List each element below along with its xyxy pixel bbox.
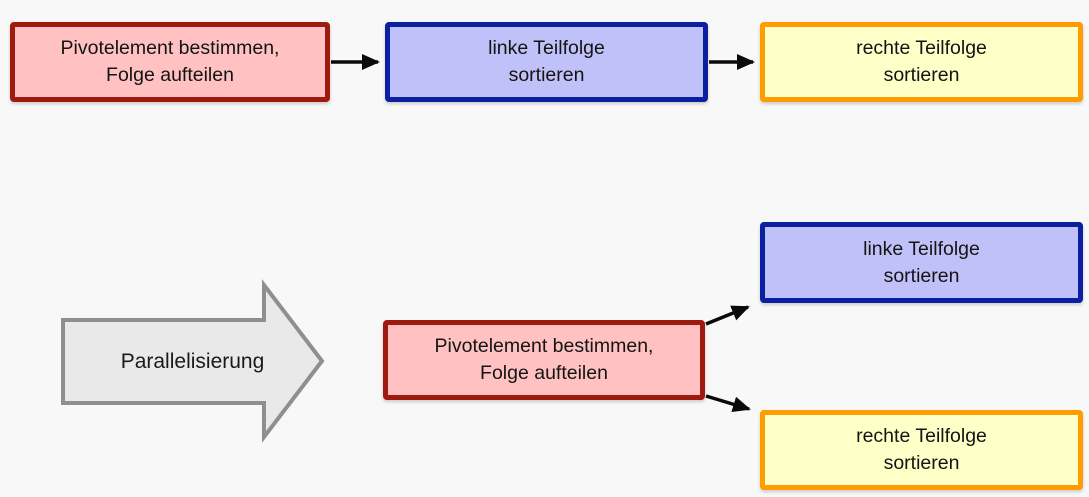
box-text-line: Folge aufteilen bbox=[480, 362, 608, 384]
box-text-line: sortieren bbox=[883, 64, 960, 86]
box-text-line: rechte Teilfolge bbox=[856, 37, 987, 59]
box-text-line: Pivotelement bestimmen, bbox=[60, 37, 280, 59]
box-text-line: rechte Teilfolge bbox=[856, 425, 987, 447]
arrow-pivot-to-right-parallel bbox=[705, 394, 751, 413]
parallelization-block-arrow bbox=[61, 279, 325, 443]
box-text-line: sortieren bbox=[508, 64, 585, 86]
box-text-line: sortieren bbox=[883, 264, 960, 287]
box-text-line: linke Teilfolge bbox=[863, 237, 980, 260]
box-text-line: linke Teilfolge bbox=[488, 37, 605, 59]
box-text-line: Pivotelement bestimmen, bbox=[434, 335, 654, 357]
box-text-line: Folge aufteilen bbox=[106, 64, 234, 86]
arrow-pivot-to-left-parallel bbox=[705, 305, 750, 326]
box-left-subsequence-parallel: linke Teilfolge sortieren bbox=[760, 222, 1083, 303]
box-right-subsequence-sequential: rechte Teilfolge sortieren bbox=[760, 22, 1083, 102]
parallelization-label: Parallelisierung bbox=[120, 349, 265, 373]
box-right-subsequence-parallel: rechte Teilfolge sortieren bbox=[760, 410, 1083, 490]
box-pivot-parallel: Pivotelement bestimmen, Folge aufteilen bbox=[383, 320, 705, 400]
box-left-subsequence-sequential: linke Teilfolge sortieren bbox=[385, 22, 708, 102]
box-pivot-sequential: Pivotelement bestimmen, Folge aufteilen bbox=[10, 22, 330, 102]
box-text-line: sortieren bbox=[883, 452, 960, 474]
